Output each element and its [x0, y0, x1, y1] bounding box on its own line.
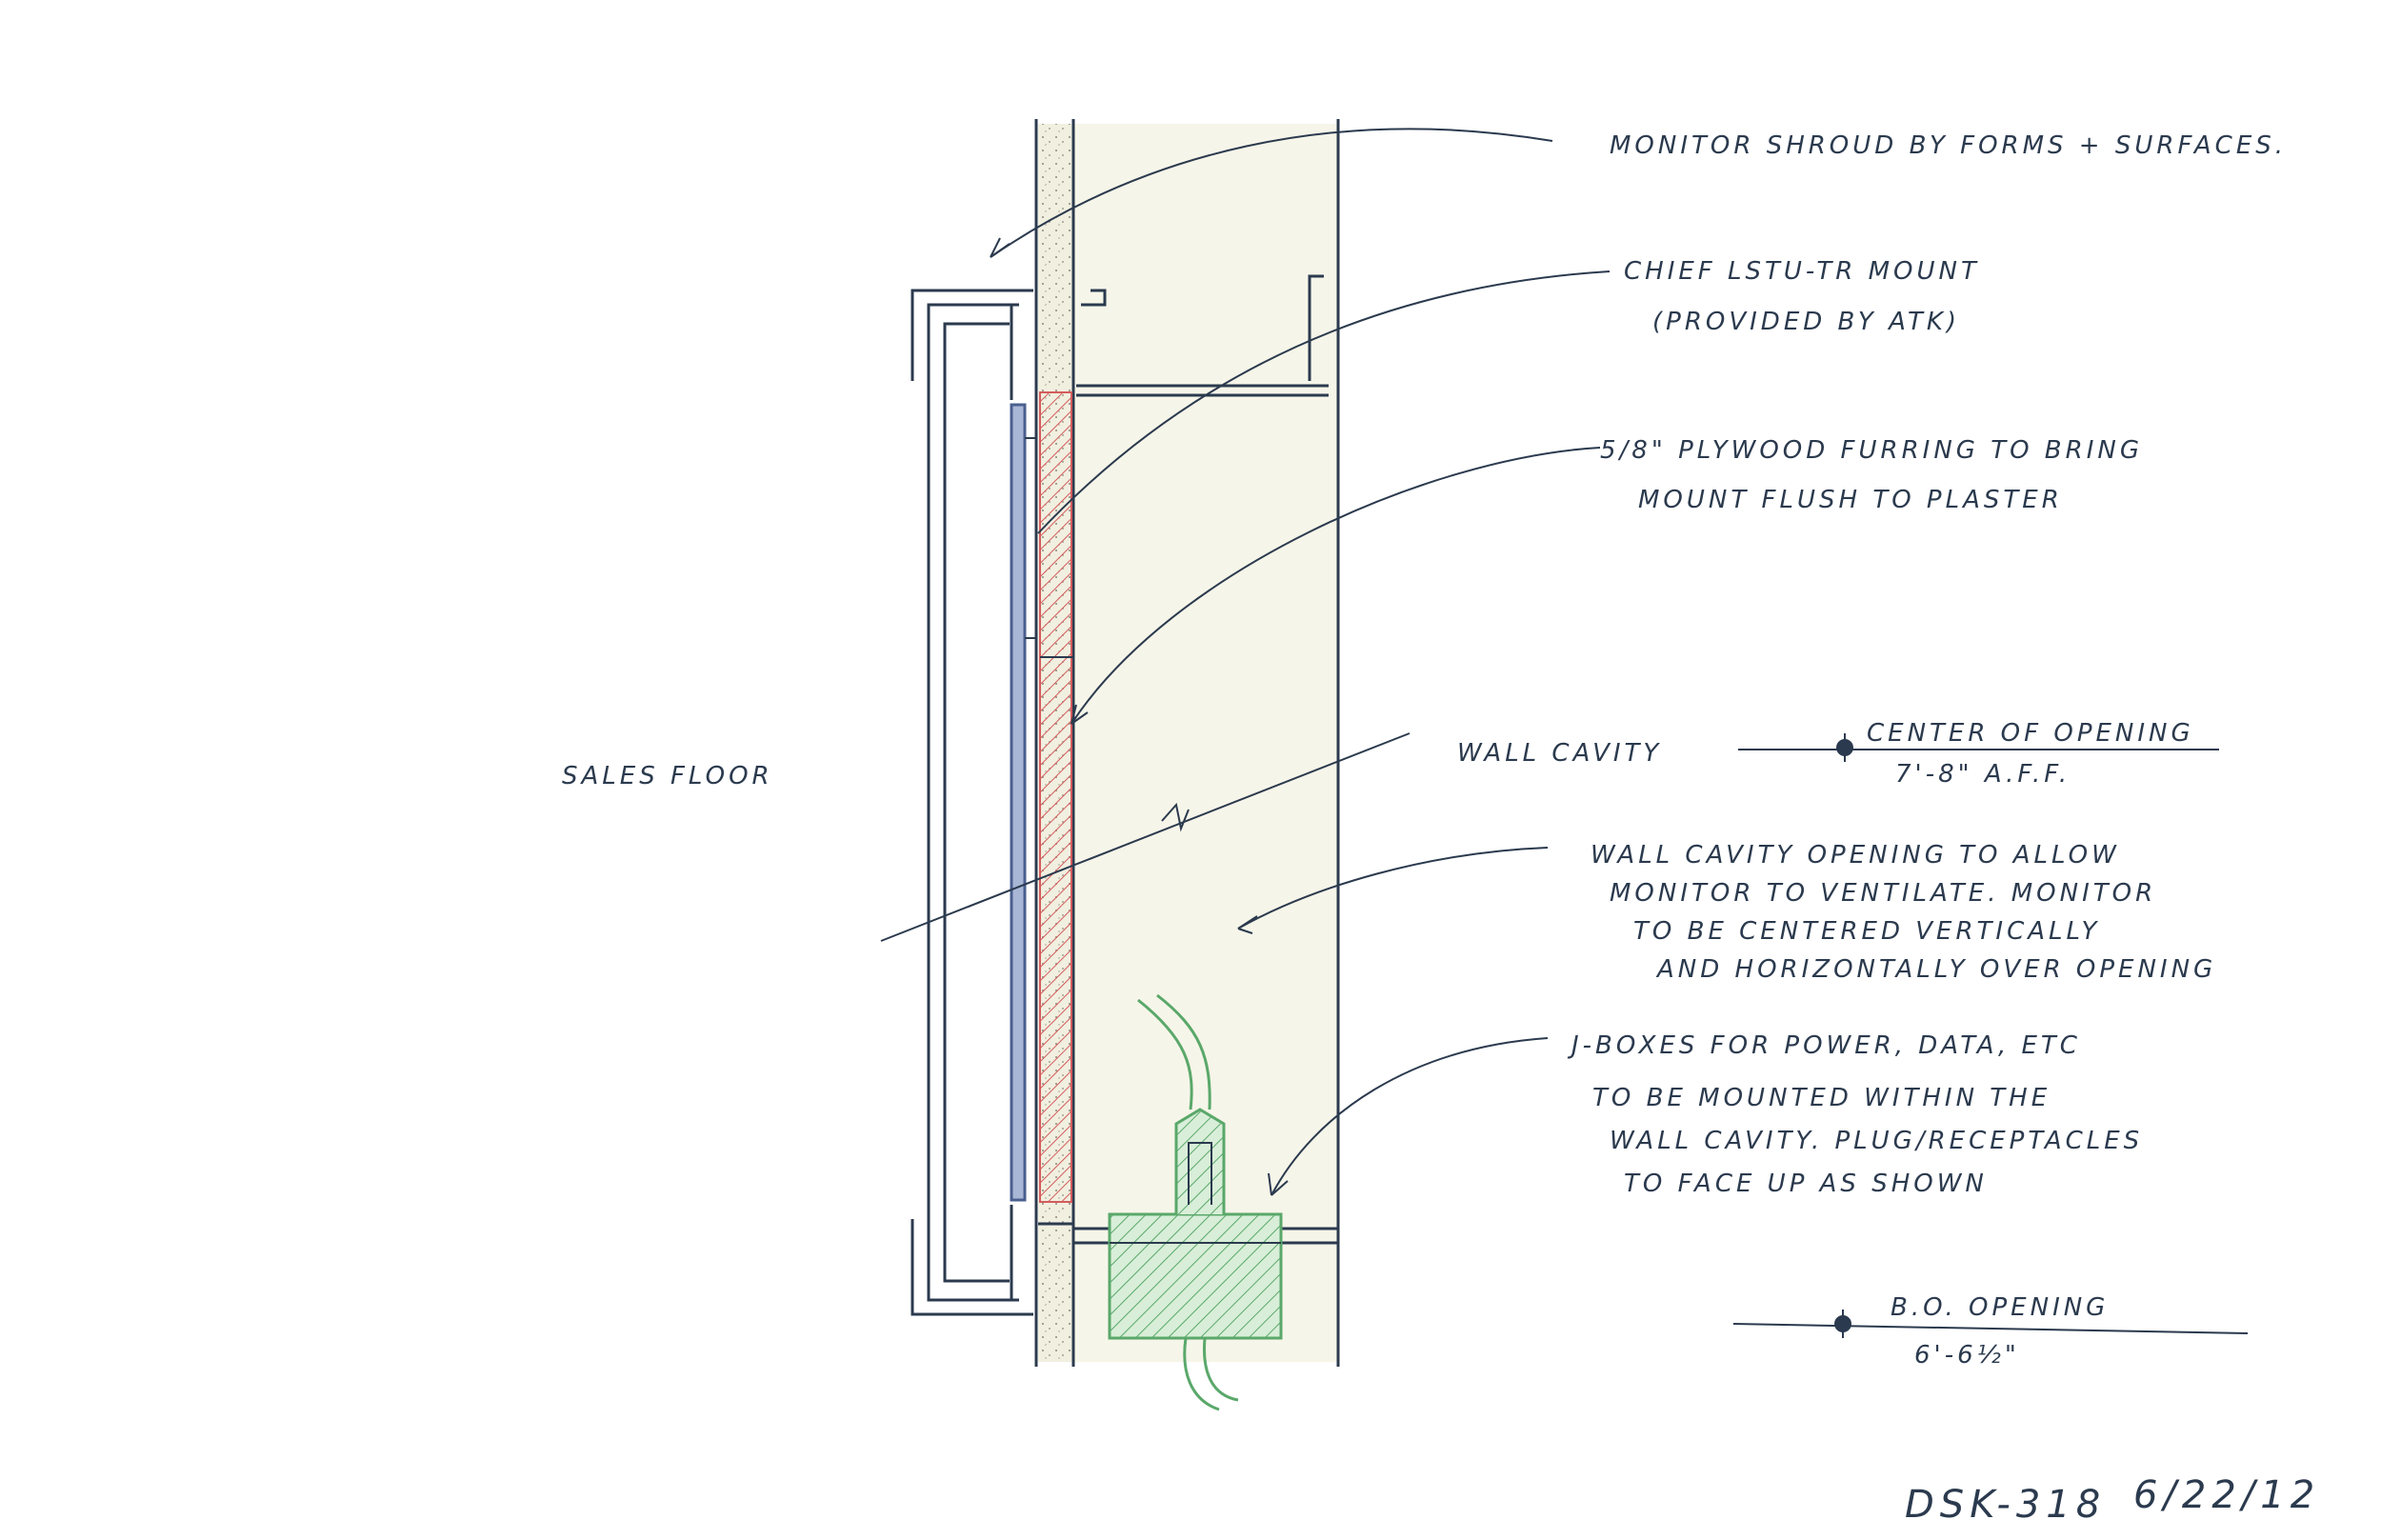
- junction-box: [1108, 993, 1283, 1411]
- leader-lines: [880, 128, 1611, 1196]
- note-opening-line4: AND HORIZONTALLY OVER OPENING: [1657, 955, 2217, 984]
- center-of-opening-marker: [1738, 733, 2219, 762]
- opening-sill: [1038, 1222, 1338, 1245]
- monitor-shroud: [910, 289, 1033, 1316]
- note-bottom-elevation: 6'-6½": [1914, 1341, 2020, 1370]
- note-mount-line1: CHIEF LSTU-TR MOUNT: [1624, 257, 1980, 286]
- note-opening-line1: WALL CAVITY OPENING TO ALLOW: [1591, 841, 2120, 870]
- cable-bottom: [1183, 1337, 1239, 1411]
- note-furring-line1: 5/8" PLYWOOD FURRING TO BRING: [1600, 436, 2143, 465]
- bottom-of-opening-marker: [1732, 1310, 2249, 1338]
- note-jbox-line3: WALL CAVITY. PLUG/RECEPTACLES: [1610, 1127, 2144, 1155]
- note-mount-line2: (PROVIDED BY ATK): [1652, 308, 1961, 336]
- note-furring-line2: MOUNT FLUSH TO PLASTER: [1638, 486, 2063, 514]
- note-jbox-line4: TO FACE UP AS SHOWN: [1624, 1170, 1988, 1198]
- cable-top: [1137, 993, 1211, 1110]
- note-center-elevation: 7'-8" A.F.F.: [1895, 760, 2071, 789]
- note-monitor-shroud: MONITOR SHROUD BY FORMS + SURFACES.: [1610, 131, 2288, 160]
- note-wall-cavity: WALL CAVITY: [1457, 739, 1663, 768]
- plywood-furring: [1039, 391, 1072, 1203]
- note-jbox-line2: TO BE MOUNTED WITHIN THE: [1592, 1084, 2051, 1112]
- note-jbox-line1: J-BOXES FOR POWER, DATA, ETC: [1571, 1031, 2081, 1060]
- wall-lines: [1034, 119, 1340, 1367]
- note-bottom-of-opening: B.O. OPENING: [1891, 1293, 2110, 1322]
- note-sales-floor: SALES FLOOR: [562, 762, 773, 790]
- sheet-date: 6/22/12: [2133, 1473, 2321, 1517]
- monitor-panel: [1010, 403, 1027, 1202]
- note-opening-line2: MONITOR TO VENTILATE. MONITOR: [1610, 879, 2157, 908]
- wall-mount-bracket: [1076, 274, 1329, 397]
- sheet-number: DSK-318: [1905, 1483, 2107, 1527]
- note-opening-line3: TO BE CENTERED VERTICALLY: [1633, 917, 2101, 946]
- note-center-of-opening: CENTER OF OPENING: [1867, 719, 2194, 748]
